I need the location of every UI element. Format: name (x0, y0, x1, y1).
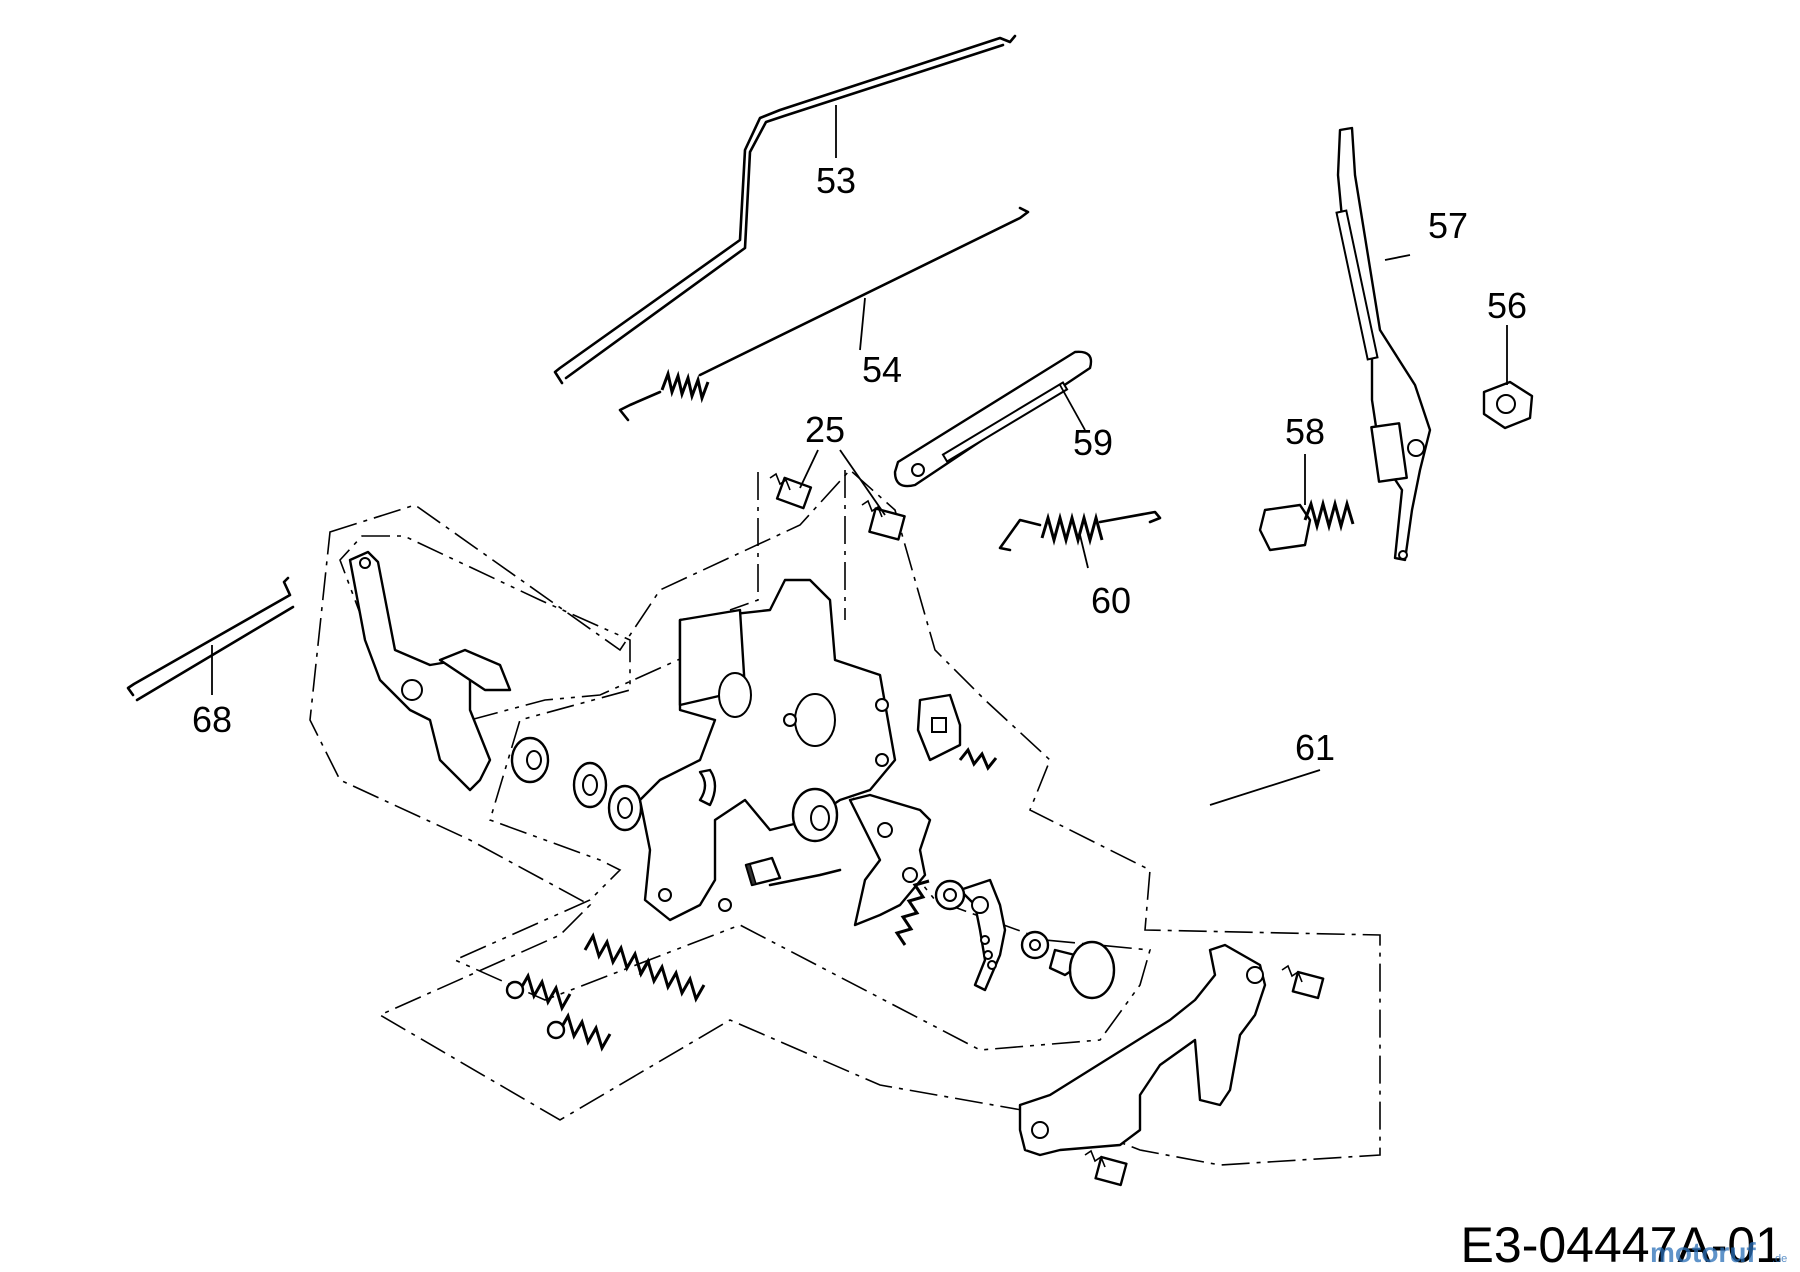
callout-leaders (211, 105, 1508, 806)
watermark: motoruf .de (1650, 1237, 1787, 1268)
callout-59: 59 (1073, 422, 1113, 463)
part-54-coil (660, 368, 710, 404)
watermark-brand: motoruf (1650, 1237, 1756, 1268)
assembly-small-spring (958, 747, 998, 771)
reference-code: E3-04447A-01 (1461, 1217, 1783, 1272)
callout-54: 54 (862, 349, 902, 390)
part-56-nut (1482, 380, 1534, 430)
assembly-bolt-bottom (1084, 1149, 1128, 1187)
assembly-springs (505, 932, 706, 1052)
assembly-left-lever (348, 550, 512, 792)
assembly-clip (916, 693, 962, 762)
callout-labels: 53 54 25 59 60 57 56 58 68 61 (192, 160, 1527, 768)
callout-53: 53 (816, 160, 856, 201)
callout-58: 58 (1285, 411, 1325, 452)
part-58-stop (1258, 498, 1355, 552)
assembly-right-plate (958, 878, 1007, 992)
callout-56: 56 (1487, 285, 1527, 326)
assembly-plate-nut (934, 879, 1050, 960)
part-54-spring-rod (618, 206, 1030, 422)
callout-25: 25 (805, 409, 845, 450)
assembly-right-arm (768, 793, 932, 927)
assembly-outline-61 (309, 468, 1381, 1166)
assembly-main-bracket (638, 578, 897, 922)
part-25-bolt-left (769, 472, 813, 510)
part-59-slotted-link (893, 350, 1093, 488)
part-68-rod (126, 576, 295, 702)
assembly-bushing (791, 787, 839, 843)
assembly-bolt-right (1281, 964, 1325, 1000)
part-53-rod (553, 34, 1017, 385)
assembly-bushing-stack (510, 736, 643, 832)
part-57-lever (1335, 126, 1432, 562)
callout-57: 57 (1428, 205, 1468, 246)
callout-61: 61 (1295, 727, 1335, 768)
watermark-suffix: .de (1772, 1253, 1787, 1265)
part-25-bolt-right (861, 499, 906, 541)
assembly-spring-right (894, 879, 930, 946)
assembly-knob (1048, 940, 1116, 1000)
part-60-spring (998, 510, 1162, 552)
assembly-pad (744, 856, 782, 887)
callout-68: 68 (192, 699, 232, 740)
assembly-lower-right-plate (1018, 943, 1267, 1157)
callout-60: 60 (1091, 580, 1131, 621)
